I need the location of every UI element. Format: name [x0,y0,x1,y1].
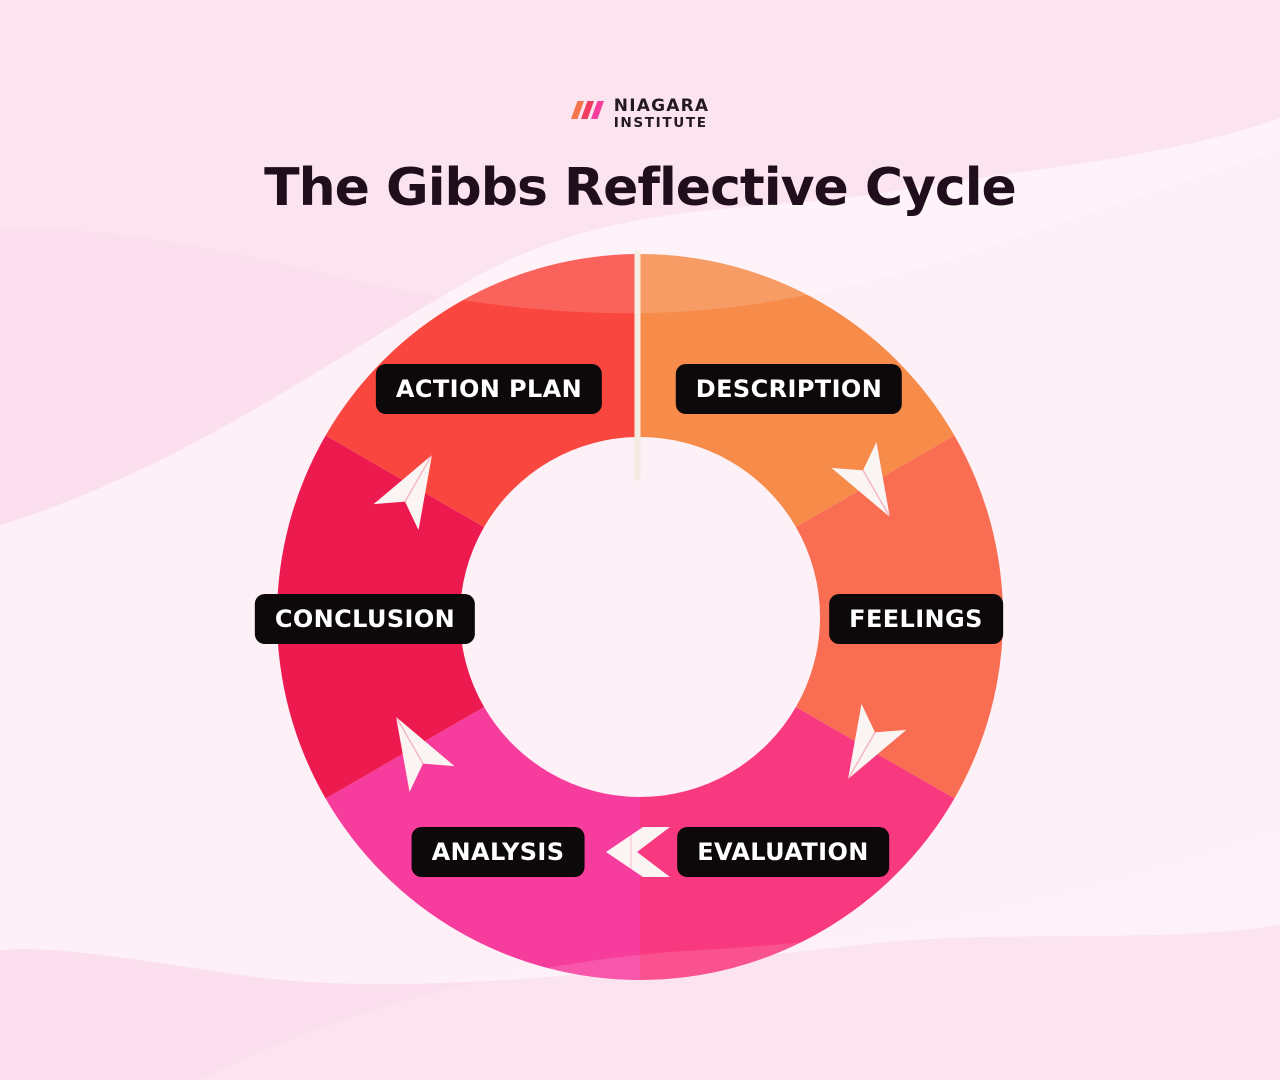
arrow-evaluation-to-analysis-icon [606,827,670,877]
niagara-institute-logo: NIAGARA INSTITUTE [0,98,1280,131]
stage-label-analysis: ANALYSIS [411,827,585,877]
page-title: The Gibbs Reflective Cycle [264,158,1017,218]
logo-wordmark-line1: NIAGARA [613,96,710,116]
stage-label-feelings: FEELINGS [829,594,1003,644]
stage-label-action-plan: ACTION PLAN [375,364,603,414]
logo-wordmark-line2: INSTITUTE [613,115,708,131]
stage-label-conclusion: CONCLUSION [254,594,476,644]
stage-label-evaluation: EVALUATION [677,827,889,877]
stage-label-description: DESCRIPTION [675,364,903,414]
logo-stripes-icon [570,101,604,119]
